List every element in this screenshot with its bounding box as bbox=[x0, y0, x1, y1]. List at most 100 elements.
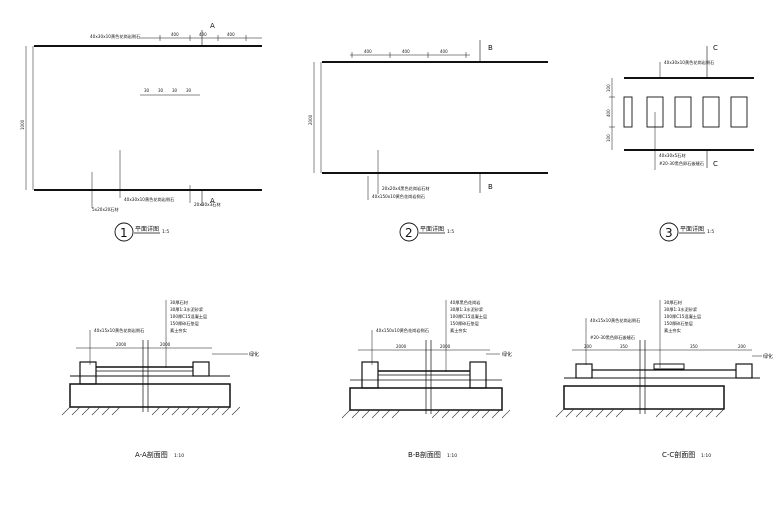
sectionB-dim-2: 2000 bbox=[440, 344, 451, 349]
plan-detail-1: A A 400 400 400 40x30x10黄色花岗岩侧石 30 30 30… bbox=[20, 22, 262, 242]
sectionC-note-4: 150厚碎石垫层 bbox=[664, 320, 693, 327]
plan3-number: 3 bbox=[665, 226, 673, 240]
sectionA-edge-label: 绿化 bbox=[249, 351, 259, 358]
plan1-dim-left: 1000 bbox=[20, 119, 25, 130]
plan-detail-3: C C 100 400 100 40x30x10黄色花岗岩侧石 40x30x5石… bbox=[606, 44, 754, 242]
plan3-section-mark-top: C bbox=[713, 44, 718, 52]
sectionB-scale: 1:10 bbox=[447, 453, 457, 459]
plan3-paver bbox=[674, 96, 692, 128]
sectionA-note-1: 30厚石材 bbox=[170, 299, 188, 306]
sectionC-break-line bbox=[639, 340, 646, 414]
plan3-callout-curb: 40x30x10黄色花岗岩侧石 bbox=[664, 59, 714, 66]
plan3-section-mark-bottom: C bbox=[713, 160, 718, 168]
plan2-number: 2 bbox=[405, 226, 413, 240]
plan2-title: 平面详图 bbox=[420, 225, 444, 233]
sectionB-note-3: 100厚C15混凝土层 bbox=[450, 313, 487, 320]
plan3-callout-stone: 40x30x5石材 bbox=[659, 152, 686, 159]
sectionA-note-5: 素土夯实 bbox=[170, 327, 187, 334]
sectionB-note-5: 素土夯实 bbox=[450, 327, 467, 334]
plan2-dim-top-3: 400 bbox=[440, 49, 448, 54]
plan2-section-mark-bottom: B bbox=[488, 183, 493, 191]
plan2-dim-top-1: 400 bbox=[364, 49, 372, 54]
plan2-callout-dark-stone: 20x20x4黑色花岗岩石材 bbox=[382, 185, 430, 192]
sectionA-note-3: 100厚C15混凝土层 bbox=[170, 313, 207, 320]
plan3-callout-pebble: #20-30黑色卵石嵌缝石 bbox=[659, 160, 704, 167]
section-a-a: 2000 2000 30厚石材 30厚1:3水泥砂浆 100厚C15混凝土层 1… bbox=[61, 299, 259, 459]
sectionA-break-line bbox=[142, 340, 149, 412]
sectionC-curb-left bbox=[575, 363, 593, 379]
sectionC-note-5: 素土夯实 bbox=[664, 327, 681, 334]
sectionC-edge-label: 绿化 bbox=[763, 353, 773, 360]
sectionC-scale: 1:10 bbox=[701, 453, 711, 459]
plan-detail-2: B B 400 400 400 2000 20x20x4黑色花岗岩石材 40x1… bbox=[308, 40, 548, 242]
plan1-dim-mid-4: 30 bbox=[186, 88, 192, 93]
plan3-paver bbox=[702, 96, 720, 128]
sectionA-callout: 40x15x10黄色花岗岩侧石 bbox=[94, 327, 144, 334]
plan3-paver bbox=[730, 96, 748, 128]
sectionA-curb-left bbox=[79, 361, 97, 385]
sectionC-stone-slab bbox=[653, 363, 685, 370]
sectionB-curb-right bbox=[469, 361, 487, 389]
plan3-title: 平面详图 bbox=[680, 225, 704, 233]
sectionB-curb-left bbox=[361, 361, 379, 389]
section-c-c: 200 350 350 200 30厚石材 30厚1:3水泥砂浆 100厚C15… bbox=[555, 299, 773, 459]
plan1-dim-mid-3: 30 bbox=[172, 88, 178, 93]
plan1-number-circle bbox=[114, 222, 134, 242]
plan1-callout-stone-a: 5x20x20石材 bbox=[92, 206, 119, 213]
sectionB-dim-1: 2000 bbox=[396, 344, 407, 349]
sectionC-title: C-C剖面图 bbox=[662, 450, 695, 459]
sectionA-scale: 1:10 bbox=[174, 453, 184, 459]
sectionC-dim-3: 350 bbox=[690, 344, 698, 349]
plan1-callout-curb: 40x30x10黄色花岗岩侧石 bbox=[124, 196, 174, 203]
sectionC-concrete-base bbox=[563, 385, 725, 410]
sectionC-note-1: 30厚石材 bbox=[664, 299, 682, 306]
plan2-callout-curb: 40x150x10黄色花岗岩侧石 bbox=[372, 193, 425, 200]
sectionA-note-4: 150厚碎石垫层 bbox=[170, 320, 199, 327]
sectionC-note-2: 30厚1:3水泥砂浆 bbox=[664, 306, 698, 313]
plan1-section-mark-top: A bbox=[210, 22, 215, 30]
sectionA-soil-hatch bbox=[61, 406, 241, 416]
sectionB-edge-label: 绿化 bbox=[502, 351, 512, 358]
sectionC-curb-right bbox=[735, 363, 753, 379]
sectionA-dim-1: 2000 bbox=[116, 342, 127, 347]
sectionC-dim-1: 200 bbox=[584, 344, 592, 349]
plan1-dim-mid-1: 30 bbox=[144, 88, 150, 93]
sectionC-dim-4: 200 bbox=[738, 344, 746, 349]
plan2-number-circle bbox=[399, 222, 419, 242]
sectionC-callout-1: 40x15x10黄色花岗岩侧石 bbox=[590, 317, 640, 324]
plan3-dim-left-3: 100 bbox=[606, 134, 611, 142]
plan2-scale: 1:5 bbox=[447, 229, 454, 235]
plan1-callout-top: 40x30x10黄色花岗岩侧石 bbox=[90, 33, 140, 40]
plan1-dim-top-3: 400 bbox=[227, 32, 235, 37]
sectionB-note-1: 40厚黑色花岗岩 bbox=[450, 299, 480, 306]
sectionA-concrete-base bbox=[69, 383, 231, 408]
plan2-dim-top-2: 400 bbox=[402, 49, 410, 54]
plan3-dim-left-1: 100 bbox=[606, 84, 611, 92]
sectionC-callout-2: #20-30黑色卵石嵌缝石 bbox=[590, 334, 635, 341]
plan1-dim-top-2: 400 bbox=[199, 32, 207, 37]
plan1-section-mark-bottom: A bbox=[210, 197, 215, 205]
sectionB-soil-hatch bbox=[341, 409, 511, 419]
plan3-paver-edge-left bbox=[623, 96, 633, 128]
plan3-number-circle bbox=[659, 222, 679, 242]
sectionB-note-2: 30厚1:3水泥砂浆 bbox=[450, 306, 484, 313]
sectionC-note-3: 100厚C15混凝土层 bbox=[664, 313, 701, 320]
sectionA-title: A-A剖面图 bbox=[135, 450, 168, 459]
plan1-callout-stone-b: 20x30x3石材 bbox=[194, 201, 221, 208]
sectionA-note-2: 30厚1:3水泥砂浆 bbox=[170, 306, 204, 313]
sectionC-dim-2: 350 bbox=[620, 344, 628, 349]
sectionB-break-line bbox=[425, 340, 432, 414]
sectionA-dim-2: 2000 bbox=[160, 342, 171, 347]
plan2-section-mark-top: B bbox=[488, 44, 493, 52]
sectionB-callout: 40x150x10黄色花岗岩侧石 bbox=[376, 327, 429, 334]
sectionA-curb-right bbox=[192, 361, 210, 377]
plan3-scale: 1:5 bbox=[707, 229, 714, 235]
plan1-dim-mid-2: 30 bbox=[158, 88, 164, 93]
sectionB-note-4: 150厚碎石垫层 bbox=[450, 320, 479, 327]
plan1-number: 1 bbox=[120, 226, 128, 240]
plan3-dim-left-2: 400 bbox=[606, 109, 611, 117]
sectionC-soil-hatch bbox=[555, 408, 725, 418]
plan2-dim-left: 2000 bbox=[308, 114, 313, 125]
plan1-scale: 1:5 bbox=[162, 229, 169, 235]
